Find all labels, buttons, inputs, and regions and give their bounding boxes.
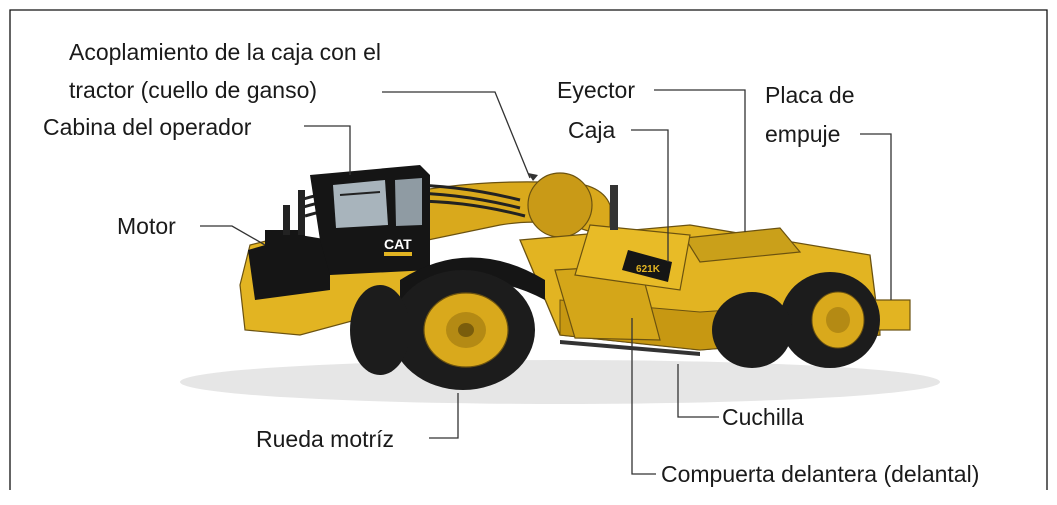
leader-eyector (654, 89, 746, 232)
label-cuchilla: Cuchilla (722, 404, 804, 430)
front-fender (400, 257, 545, 305)
leader-acoplamiento (382, 91, 531, 179)
label-eyector: Eyector (557, 77, 635, 103)
label-compuerta: Compuerta delantera (delantal) (661, 461, 980, 487)
leader-motor (200, 225, 266, 246)
leader-caja (631, 129, 669, 262)
label-placa-line1: Placa de (765, 82, 855, 108)
leader-lines (200, 89, 892, 475)
leader-rueda (429, 393, 459, 439)
label-acoplamiento-line2: tractor (cuello de ganso) (69, 77, 318, 103)
label-cabina: Cabina del operador (43, 114, 252, 140)
cab-window (333, 180, 388, 228)
leader-cabina (304, 125, 351, 175)
frame-border (9, 9, 1048, 490)
model-badge-bg (622, 250, 672, 282)
label-placa-line2: empuje (765, 121, 841, 147)
leader-placa (860, 133, 892, 300)
label-motor: Motor (117, 213, 176, 239)
cat-logo: CAT (384, 236, 412, 252)
cutting-edge (560, 340, 700, 356)
leader-compuerta (631, 318, 656, 475)
model-badge: 621K (636, 264, 661, 275)
ejector (683, 227, 802, 263)
leader-cuchilla (677, 364, 719, 418)
label-acoplamiento-line1: Acoplamiento de la caja con el (69, 39, 381, 65)
gooseneck-hitch (527, 172, 593, 238)
wheel-tractor-scraper: 621K CAT (239, 165, 911, 390)
label-rueda: Rueda motríz (256, 426, 395, 452)
label-caja: Caja (568, 117, 616, 143)
